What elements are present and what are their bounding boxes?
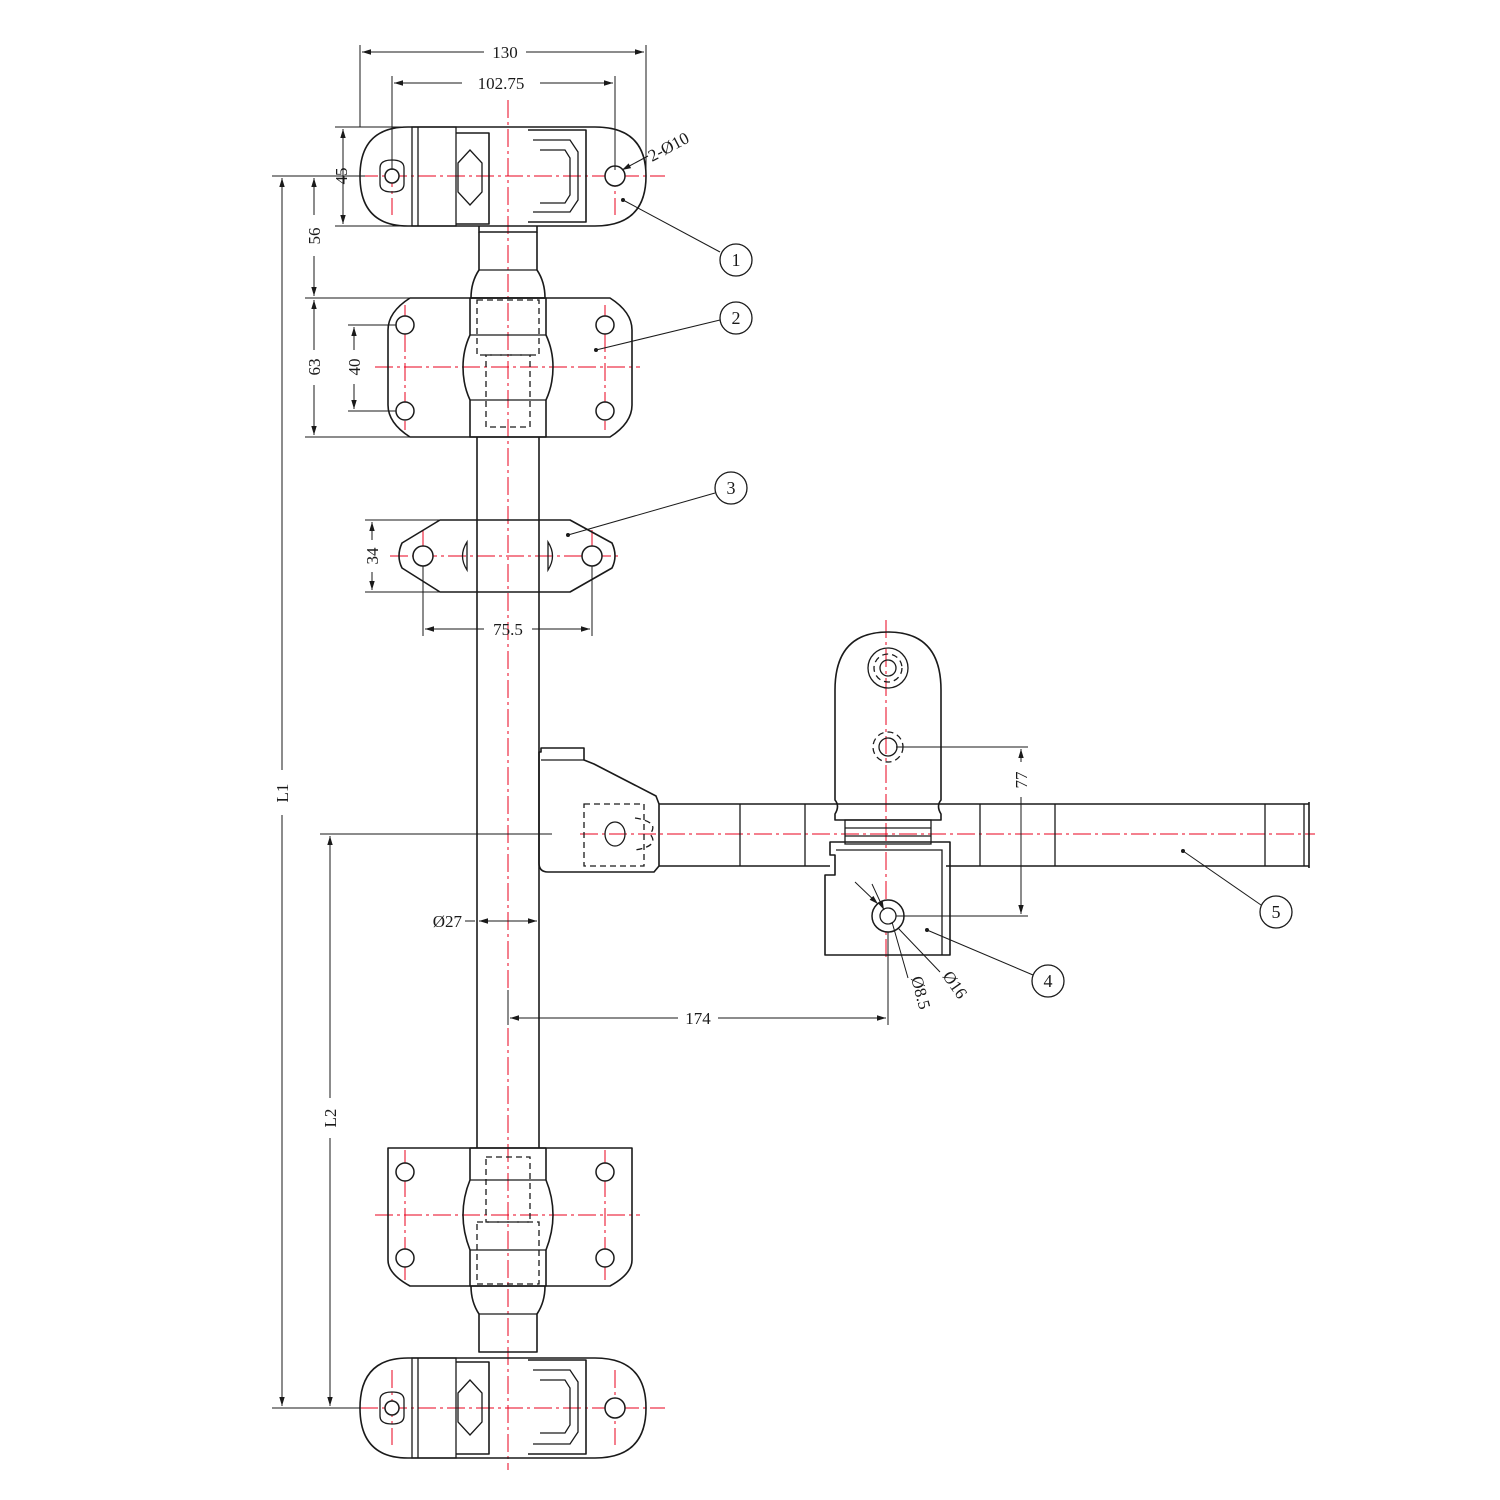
dim-l1: L1 (273, 784, 292, 803)
callout-2: 2 (719, 301, 753, 335)
bottom-cam-keeper (359, 1357, 647, 1459)
dim-2-holes: 2-Ø10 (645, 128, 692, 165)
dim-45: 45 (332, 168, 351, 185)
upper-bracket (387, 297, 633, 438)
callout-2-label: 2 (732, 308, 741, 328)
dimension-lines (272, 45, 1028, 1409)
lower-neck (470, 1285, 546, 1353)
callout-3: 3 (714, 471, 748, 505)
dim-56: 56 (305, 228, 324, 245)
callout-4: 4 (1031, 964, 1065, 998)
centerlines (360, 100, 1315, 1470)
handle-assembly (538, 747, 1310, 873)
top-cam-keeper (359, 126, 647, 227)
dim-75-5: 75.5 (493, 620, 523, 639)
callout-leaders (566, 198, 1262, 976)
dim-40: 40 (345, 359, 364, 376)
dimension-labels: 130 102.75 2-Ø10 45 56 63 40 34 75.5 L1 … (273, 43, 1031, 1127)
dim-77: 77 (1012, 771, 1031, 789)
callout-4-label: 4 (1044, 971, 1053, 991)
callout-5: 5 (1259, 895, 1293, 929)
callout-5-label: 5 (1272, 902, 1281, 922)
handle-catch (824, 631, 951, 956)
dim-130: 130 (492, 43, 518, 62)
dim-l2: L2 (321, 1109, 340, 1128)
rod-guide (398, 519, 616, 593)
dim-tube-diameter: Ø27 (433, 912, 463, 931)
dim-174: 174 (685, 1009, 711, 1028)
dim-34: 34 (363, 547, 382, 565)
dim-63: 63 (305, 359, 324, 376)
dim-102-75: 102.75 (478, 74, 525, 93)
dim-catch-inner: Ø8.5 (907, 974, 934, 1011)
callout-1-label: 1 (732, 250, 741, 270)
lower-bracket (387, 1147, 633, 1287)
callout-3-label: 3 (727, 478, 736, 498)
dim-catch-outer: Ø16 (939, 967, 971, 1002)
callout-1: 1 (719, 243, 753, 277)
